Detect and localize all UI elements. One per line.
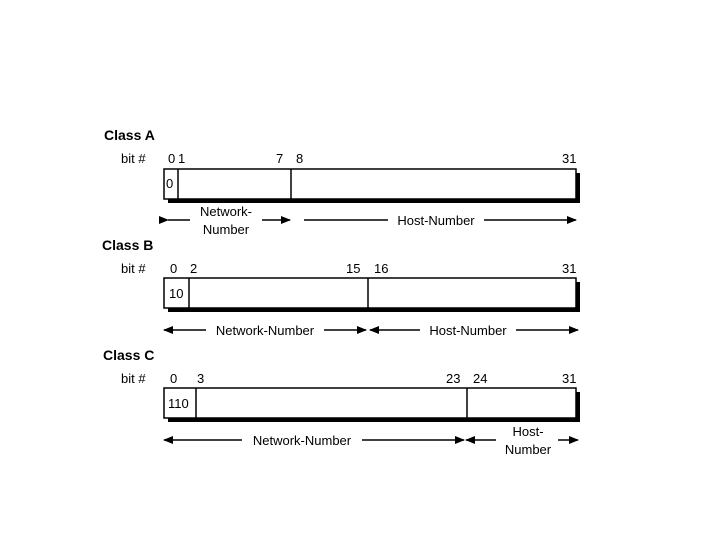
class-b-prefix-bits: 10 (169, 286, 183, 301)
class-a-host-label: Host-Number (397, 213, 475, 228)
class-b-bit-label: bit # (121, 261, 146, 276)
class-c-bit-31: 31 (562, 371, 576, 386)
class-b-bit-15: 15 (346, 261, 360, 276)
class-a-bit-label: bit # (121, 151, 146, 166)
class-b-network-label: Network-Number (216, 323, 315, 338)
class-c-host-label-line1: Host- (512, 424, 543, 439)
class-c-bit-23: 23 (446, 371, 460, 386)
class-c-bit-24: 24 (473, 371, 487, 386)
class-c-group: Class C bit # 0 3 23 24 31 110 Network-N… (103, 347, 580, 457)
class-a-bit-0: 0 (168, 151, 175, 166)
class-a-bit-8: 8 (296, 151, 303, 166)
class-a-network-label-line1: Network- (200, 204, 252, 219)
class-b-bit-0: 0 (170, 261, 177, 276)
class-c-title: Class C (103, 347, 154, 363)
class-b-bit-2: 2 (190, 261, 197, 276)
class-b-bit-31: 31 (562, 261, 576, 276)
class-a-bit-31: 31 (562, 151, 576, 166)
class-a-title: Class A (104, 127, 155, 143)
class-a-network-label-line2: Number (203, 222, 250, 237)
class-c-bit-3: 3 (197, 371, 204, 386)
class-a-bit-7: 7 (276, 151, 283, 166)
class-b-bit-16: 16 (374, 261, 388, 276)
class-a-bit-1: 1 (178, 151, 185, 166)
class-c-host-label-line2: Number (505, 442, 552, 457)
class-a-group: Class A bit # 0 1 7 8 31 0 Network- Numb… (104, 127, 580, 237)
class-c-address-box (163, 387, 577, 419)
class-c-bit-0: 0 (170, 371, 177, 386)
class-c-network-label: Network-Number (253, 433, 352, 448)
class-c-bit-label: bit # (121, 371, 146, 386)
class-b-host-label: Host-Number (429, 323, 507, 338)
class-a-address-box (163, 168, 577, 200)
class-b-title: Class B (102, 237, 153, 253)
class-c-prefix-bits: 110 (168, 396, 189, 411)
class-b-address-box (163, 277, 577, 309)
class-b-group: Class B bit # 0 2 15 16 31 10 Network-Nu… (102, 237, 580, 338)
class-a-prefix-bits: 0 (166, 176, 173, 191)
